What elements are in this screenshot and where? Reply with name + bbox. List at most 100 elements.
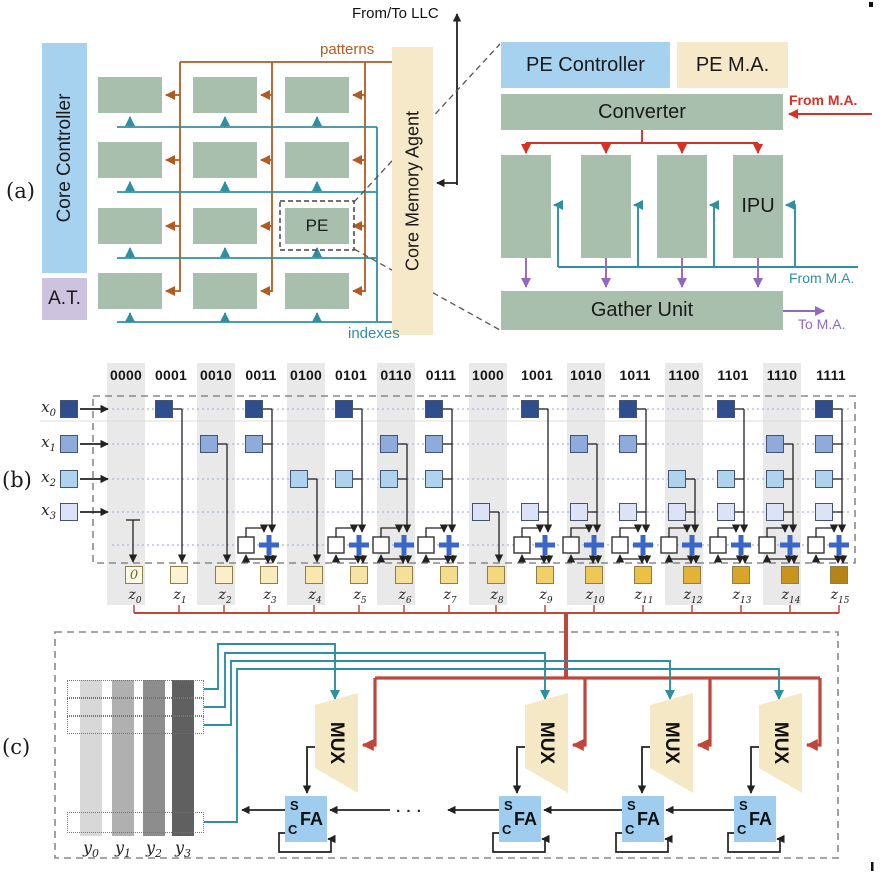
ipu-label-box: IPU bbox=[733, 155, 783, 258]
y-column-bar bbox=[143, 680, 165, 836]
x-input-label: x1 bbox=[41, 433, 56, 454]
indexes-label: indexes bbox=[348, 325, 400, 342]
z-output-label: z7 bbox=[443, 587, 457, 606]
to-ma-label: To M.A. bbox=[798, 316, 846, 332]
artifact-dot-bottom bbox=[871, 862, 874, 871]
pe-controller-box: PE Controller bbox=[501, 42, 670, 88]
weight-square bbox=[766, 470, 784, 488]
weight-square bbox=[815, 470, 833, 488]
fa-unit-label: FA bbox=[300, 809, 324, 829]
ipu-lane-box bbox=[581, 155, 631, 258]
z-output-label: z1 bbox=[173, 587, 187, 606]
fa-unit-label: FA bbox=[749, 809, 773, 829]
x-input-label: x0 bbox=[41, 398, 56, 419]
column-stripe bbox=[197, 363, 235, 605]
ipu-lane-box bbox=[657, 155, 707, 258]
fa-carry-label: C bbox=[625, 822, 635, 837]
x-input-square bbox=[60, 400, 78, 418]
weight-square bbox=[425, 435, 443, 453]
core-controller-label: Core Controller bbox=[53, 93, 75, 223]
weight-square bbox=[619, 435, 637, 453]
indexes-wires bbox=[117, 116, 392, 323]
weight-square bbox=[717, 400, 735, 418]
column-header: 0100 bbox=[290, 367, 322, 383]
converter-box: Converter bbox=[501, 94, 783, 130]
weight-square bbox=[521, 400, 539, 418]
y-column-bar bbox=[112, 680, 134, 836]
weight-square bbox=[245, 400, 263, 418]
fa-unit-label: FA bbox=[637, 809, 661, 829]
x-input-label: x2 bbox=[41, 468, 56, 489]
weight-square bbox=[570, 435, 588, 453]
x-input-square bbox=[60, 470, 78, 488]
patterns-label: patterns bbox=[320, 41, 375, 58]
row-slice-outline bbox=[67, 716, 204, 734]
z-output-label: z4 bbox=[308, 587, 322, 606]
pe-grid-box bbox=[98, 273, 162, 309]
pe-dashed-outline bbox=[279, 200, 355, 251]
row-slice-outline bbox=[67, 680, 204, 698]
z-output-square bbox=[830, 566, 848, 584]
core-controller-box: Core Controller bbox=[42, 43, 87, 273]
y-column-bar bbox=[172, 680, 194, 836]
weight-square bbox=[570, 503, 588, 521]
weight-square bbox=[619, 400, 637, 418]
z-output-square bbox=[305, 566, 323, 584]
z-red-bus bbox=[361, 613, 822, 751]
weight-square bbox=[668, 503, 686, 521]
column-header: 0011 bbox=[245, 367, 277, 383]
from-ma-red-label: From M.A. bbox=[789, 92, 858, 108]
z-output-label: z11 bbox=[634, 587, 654, 606]
y-column-label: y0 bbox=[82, 838, 100, 861]
z-output-square bbox=[440, 566, 458, 584]
gather-unit-box: Gather Unit bbox=[501, 291, 783, 330]
pe-grid-box bbox=[98, 142, 162, 178]
z-output-square bbox=[536, 566, 554, 584]
z-output-label: z12 bbox=[683, 587, 703, 606]
z-output-square bbox=[487, 566, 505, 584]
pe-ma-label: PE M.A. bbox=[695, 53, 770, 76]
column-header: 1001 bbox=[521, 367, 553, 383]
from-to-llc-label: From/To LLC bbox=[352, 5, 439, 22]
pe-grid-box bbox=[193, 77, 257, 113]
weight-square bbox=[668, 470, 686, 488]
z-output-label: z0 bbox=[128, 587, 142, 606]
column-header: 0111 bbox=[425, 367, 457, 383]
pe-controller-label: PE Controller bbox=[526, 53, 645, 76]
z-output-square bbox=[260, 566, 278, 584]
z-output-square bbox=[170, 566, 188, 584]
column-stripe bbox=[469, 363, 507, 605]
row-slice-outline bbox=[67, 812, 204, 833]
pe-label: PE bbox=[305, 216, 329, 235]
weight-square bbox=[155, 400, 173, 418]
z-output-square bbox=[350, 566, 368, 584]
y-column-label: y2 bbox=[145, 838, 163, 861]
z-output-label: z10 bbox=[585, 587, 605, 606]
weight-square bbox=[245, 435, 263, 453]
weight-square bbox=[425, 400, 443, 418]
weight-square bbox=[717, 470, 735, 488]
weight-square bbox=[472, 503, 490, 521]
llc-arrow bbox=[436, 13, 462, 188]
z-output-square bbox=[215, 566, 233, 584]
z-output-square bbox=[781, 566, 799, 584]
pe-grid-box bbox=[285, 273, 349, 309]
column-header: 0000 bbox=[110, 367, 142, 383]
weight-square bbox=[290, 470, 308, 488]
pe-grid-box bbox=[285, 208, 349, 244]
y-column-label: y1 bbox=[114, 838, 132, 861]
mux-unit-label: MUX bbox=[326, 721, 347, 765]
pe-detail-red-wires bbox=[521, 109, 872, 154]
core-memory-agent-label: Core Memory Agent bbox=[402, 110, 422, 272]
ipu-label: IPU bbox=[741, 195, 775, 217]
y-column-bar bbox=[80, 680, 102, 836]
column-stripe bbox=[107, 363, 145, 605]
z-output-label: z2 bbox=[218, 587, 232, 606]
core-memory-agent-box: Core Memory Agent bbox=[392, 47, 433, 335]
from-ma-teal-label: From M.A. bbox=[789, 270, 855, 286]
fa-sum-label: S bbox=[739, 798, 748, 813]
z-output-label: z6 bbox=[398, 587, 412, 606]
column-header: 1010 bbox=[570, 367, 602, 383]
z-output-square bbox=[634, 566, 652, 584]
